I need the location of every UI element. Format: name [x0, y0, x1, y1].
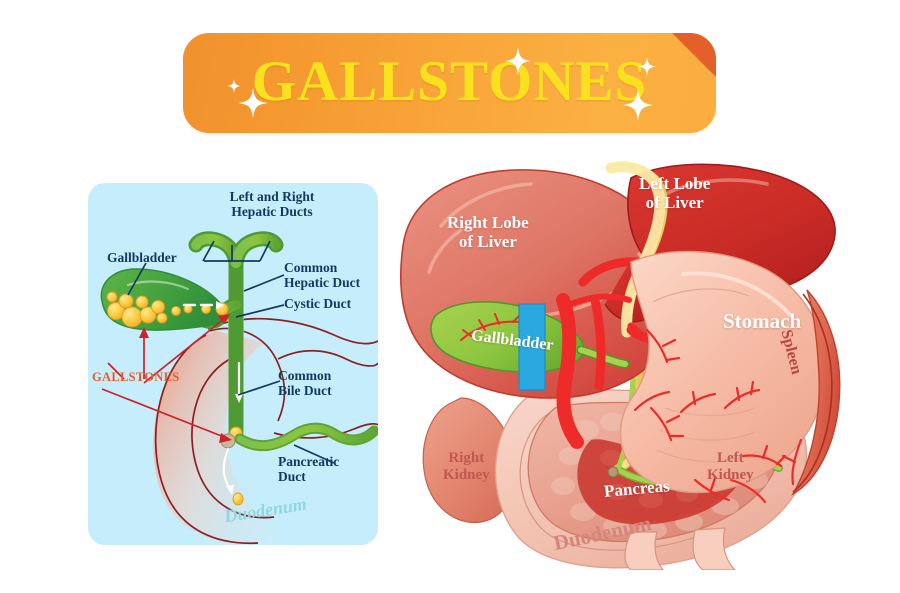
leader-right-hepatic-duct [202, 240, 215, 262]
label-common-bile-duct-line1: Common [278, 368, 332, 383]
anatomy-illustration: Right Lobe of Liver Left Lobe of Liver G… [395, 150, 895, 570]
page-title: GALLSTONES [251, 49, 648, 113]
duodenum-upper-edge [277, 349, 378, 367]
label-left-lobe-of-liver: Left Lobe of Liver [639, 174, 711, 212]
duodenum-outline-inner [191, 358, 275, 519]
stone-exit-arrow-head [226, 485, 234, 495]
duodenal-papilla [607, 466, 619, 478]
common-hepatic-artery [568, 293, 632, 307]
stomach-rugae-line [652, 288, 750, 303]
leader-gallstones-bracket [107, 362, 125, 380]
pancreas-vessels [633, 380, 787, 504]
label-pancreatic-duct: Pancreatic Duct [278, 454, 340, 484]
gallbladder-highlight [126, 280, 190, 291]
portal-vein [519, 304, 545, 390]
label-right-kidney-line2: Kidney [443, 466, 490, 483]
label-left-lobe-line1: Left Lobe [639, 174, 711, 193]
left-lobe-highlight [657, 178, 769, 200]
banner-folded-corner [672, 33, 716, 77]
gallstone-diagram-panel: Left and Right Hepatic Ducts Gallbladder… [88, 183, 378, 545]
duodenum-inner-line [519, 411, 710, 551]
bile-flow-arrow-head [235, 394, 243, 403]
label-right-lobe-line2: of Liver [458, 231, 517, 251]
small-bowel-loop-left [624, 531, 664, 570]
anatomy-svg [400, 161, 841, 570]
leader-cystic-duct [235, 304, 285, 318]
pancreatic-duct-shape [236, 424, 378, 450]
label-left-kidney-line2: Kidney [707, 466, 754, 483]
label-common-bile-duct: Common Bile Duct [278, 368, 332, 398]
label-gallbladder: Gallbladder [107, 250, 177, 265]
duodenum-outline-outer [154, 334, 259, 545]
label-hepatic-ducts: Left and Right Hepatic Ducts [207, 189, 337, 219]
aorta-branch [590, 295, 606, 391]
title-banner: GALLSTONES [183, 33, 716, 133]
label-hepatic-ducts-line2: Hepatic Ducts [231, 203, 313, 219]
label-right-kidney: Right Kidney [443, 450, 490, 484]
label-common-hepatic-duct: Common Hepatic Duct [284, 260, 361, 290]
gallstone-diagram-svg [100, 231, 378, 545]
leader-gallstones-arrow2-head [218, 314, 230, 324]
leader-gallstones-arrow3-line [101, 388, 225, 438]
passed-gallstone [232, 492, 244, 506]
portal-vein-outline [518, 303, 546, 391]
label-common-hepatic-duct-line2: Hepatic Duct [284, 274, 361, 290]
stomach-highlight [681, 271, 793, 318]
label-right-lobe-line1: Right Lobe [447, 213, 529, 232]
leader-common-bile-duct [237, 380, 281, 396]
leader-gallstones-arrow3-head [219, 433, 232, 443]
spleen-shape [791, 289, 841, 496]
leader-left-hepatic-duct [259, 240, 271, 262]
label-gallstones: GALLSTONES [92, 370, 180, 384]
leader-gallbladder [127, 262, 147, 296]
stomach-arteries [645, 328, 731, 502]
label-right-lobe-of-liver: Right Lobe of Liver [447, 213, 529, 251]
stone-migration-arrow-head [216, 301, 224, 309]
gallstone-cluster [106, 291, 229, 328]
label-common-bile-duct-line2: Bile Duct [278, 382, 332, 398]
label-pancreatic-duct-line1: Pancreatic [278, 454, 340, 469]
leader-gallstones-arrow1-head [139, 327, 149, 338]
label-left-kidney-line1: Left [717, 450, 744, 466]
label-hepatic-ducts-line1: Left and Right [229, 189, 315, 204]
label-right-kidney-line1: Right [448, 450, 485, 466]
leader-gallstones-arrow2-line [143, 318, 225, 384]
leader-pancreatic-duct [293, 444, 335, 464]
label-left-kidney: Left Kidney [707, 450, 754, 484]
label-common-hepatic-duct-line1: Common [284, 260, 338, 275]
stomach-shape [619, 250, 827, 494]
hepatic-artery [556, 293, 584, 449]
gallbladder-vessels [460, 313, 522, 341]
left-hepatic-duct-shape [231, 233, 281, 268]
cystic-duct-anatomy [578, 347, 628, 367]
leader-common-hepatic-duct [243, 274, 285, 292]
label-left-lobe-line2: of Liver [645, 192, 704, 212]
label-stomach: Stomach [723, 309, 802, 333]
right-kidney-shape [422, 397, 516, 524]
label-pancreatic-duct-line2: Duct [278, 468, 306, 484]
small-bowel-loop-right [692, 527, 736, 570]
spleen-edge [792, 293, 833, 493]
label-cystic-duct: Cystic Duct [284, 296, 352, 311]
